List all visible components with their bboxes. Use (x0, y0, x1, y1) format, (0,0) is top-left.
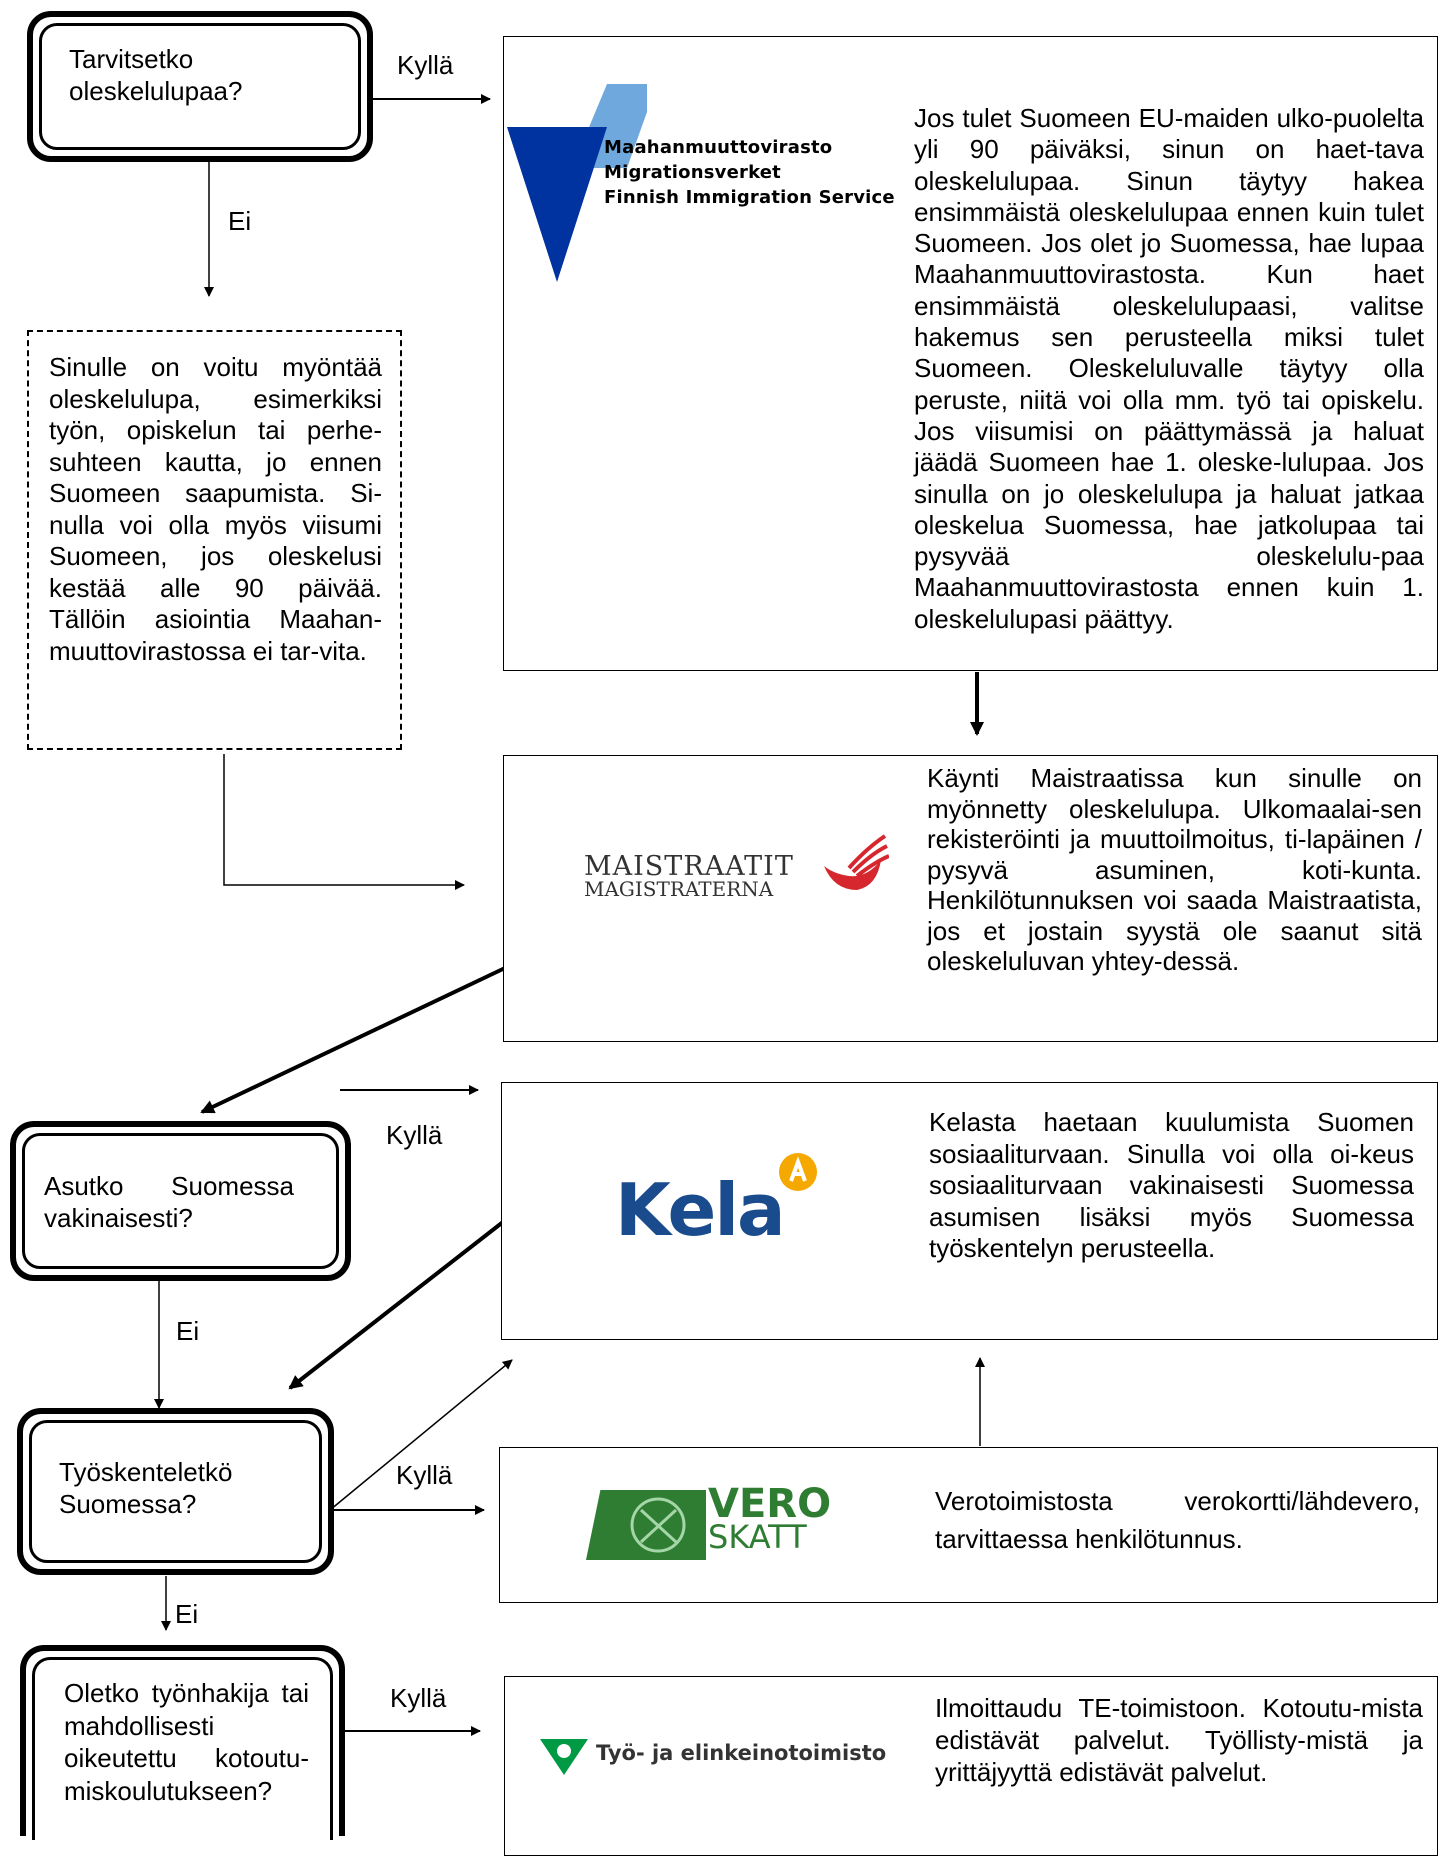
arrow-maistraatti-to-q2 (200, 966, 506, 1114)
edge-label-yes: Kyllä (386, 1120, 443, 1150)
maistraatti-info-text: Käynti Maistraatissa kun sinulle on myön… (927, 763, 1422, 976)
question-box-permanent-residence: Asutko Suomessa vakinaisesti? (10, 1121, 351, 1281)
question-box-working: Työskenteletkö Suomessa? (17, 1408, 334, 1575)
edge-label-yes: Kyllä (396, 1460, 453, 1490)
edge-label-yes: Kyllä (397, 50, 454, 80)
vero-info-text: Verotoimistosta verokortti/lähdevero, ta… (935, 1486, 1420, 1554)
edge-label-no: Ei (175, 1599, 199, 1629)
edge-label-yes: Kyllä (390, 1683, 447, 1713)
office-box-maistraatti: MAISTRAATIT MAGISTRATERNA Käynti Maistra… (503, 755, 1438, 1042)
edge-label-no: Ei (228, 206, 252, 236)
edge-label-no: Ei (176, 1316, 200, 1346)
note-text: Sinulle on voitu myöntää oleskelulupa, e… (49, 352, 382, 666)
arrow-q3-to-kela (329, 1359, 513, 1511)
maistraatit-logo-name: MAISTRAATIT MAGISTRATERNA (584, 851, 794, 901)
arrow-kela-to-q3 (288, 1220, 505, 1390)
migri-logo-icon (507, 84, 647, 282)
office-box-vero: VERO SKATT Verotoimistosta verokortti/lä… (499, 1447, 1438, 1603)
question-text: Työskenteletkö Suomessa? (59, 1457, 233, 1519)
kela-badge-icon (779, 1153, 817, 1191)
office-box-te: Työ- ja elinkeinotoimisto Ilmoittaudu TE… (504, 1676, 1438, 1856)
dashed-note-box: Sinulle on voitu myöntää oleskelulupa, e… (27, 330, 402, 750)
vero-logo-name: VERO SKATT (708, 1481, 832, 1556)
te-logo-name: Työ- ja elinkeinotoimisto (596, 1741, 887, 1765)
te-logo-icon (540, 1739, 588, 1775)
question-box-jobseeker: Oletko työnhakija tai mahdollisesti oike… (20, 1645, 345, 1840)
question-text: Tarvitsetko oleskelulupaa? (69, 44, 243, 106)
migri-logo-name: Maahanmuuttovirasto Migrationsverket Fin… (604, 137, 895, 208)
office-box-kela: Kela Kelasta haetaan kuulumista Suomen s… (501, 1082, 1438, 1340)
question-text: Asutko Suomessa vakinaisesti? (44, 1171, 294, 1233)
question-box-residence-permit: Tarvitsetko oleskelulupaa? (27, 11, 373, 162)
kela-info-text: Kelasta haetaan kuulumista Suomen sosiaa… (929, 1107, 1414, 1263)
arrow-note-to-maistraatti (223, 754, 465, 890)
vero-emblem-icon (586, 1490, 706, 1560)
kela-logo: Kela (615, 1168, 786, 1252)
maistraatit-flame-icon (824, 834, 889, 890)
migri-info-text: Jos tulet Suomeen EU-maiden ulko-puolelt… (914, 103, 1424, 634)
office-box-migri: Maahanmuuttovirasto Migrationsverket Fin… (503, 36, 1438, 671)
te-info-text: Ilmoittaudu TE-toimistoon. Kotoutu-mista… (935, 1693, 1423, 1787)
question-text: Oletko työnhakija tai mahdollisesti oike… (64, 1678, 309, 1806)
